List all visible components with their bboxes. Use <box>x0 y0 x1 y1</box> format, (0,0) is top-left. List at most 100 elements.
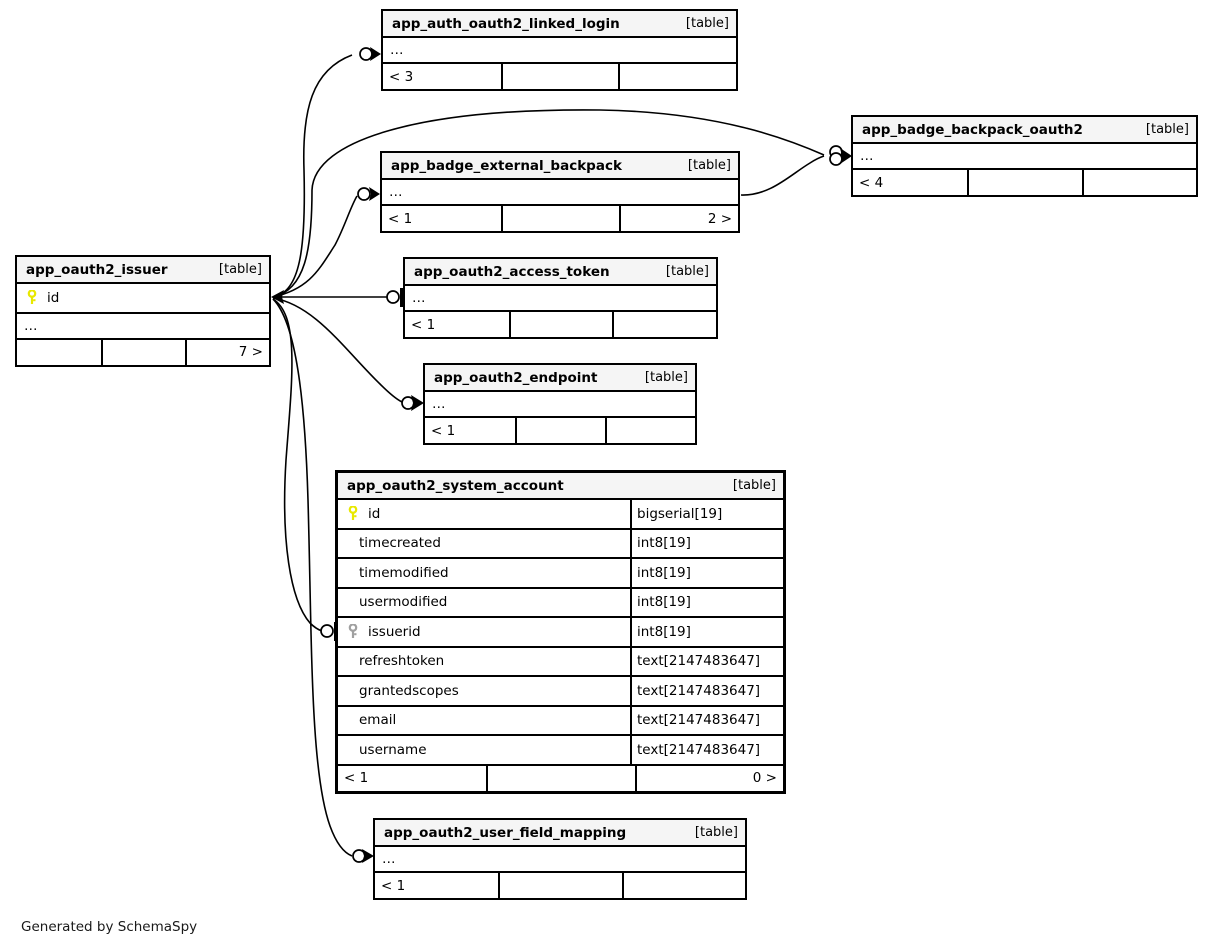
column-name: usermodified <box>359 594 448 611</box>
footer-children-count: 0 > <box>634 765 783 791</box>
column-type: text[2147483647] <box>630 677 783 705</box>
table-header: app_oauth2_system_account [table] <box>338 473 783 500</box>
table-app_oauth2_issuer[interactable]: app_oauth2_issuer [table] id … 7 > <box>15 255 271 367</box>
edge-marker-circle-system-account <box>320 624 334 638</box>
column-type: text[2147483647] <box>630 647 783 675</box>
footer-parents-count: < 1 <box>344 770 369 786</box>
edge-marker-circle-endpoint <box>401 396 415 410</box>
column-name: email <box>359 712 397 729</box>
footer-middle <box>498 873 621 898</box>
footer-middle <box>500 206 620 231</box>
column-type: int8[19] <box>630 529 783 557</box>
table-type-tag: [table] <box>1145 122 1189 137</box>
column-type: int8[19] <box>630 618 783 646</box>
footer-middle <box>101 339 185 365</box>
table-row: username text[2147483647] <box>338 736 783 766</box>
table-title: app_oauth2_access_token <box>414 263 610 280</box>
table-app_oauth2_user_field_mapping[interactable]: app_oauth2_user_field_mapping [table] … … <box>373 818 747 900</box>
column-name: refreshtoken <box>359 653 445 670</box>
footer-parents-count <box>17 340 101 365</box>
column-type: text[2147483647] <box>630 706 783 734</box>
column-name: timecreated <box>359 535 441 552</box>
table-footer: < 1 <box>425 418 695 443</box>
column-name: grantedscopes <box>359 682 459 699</box>
table-title: app_oauth2_user_field_mapping <box>384 824 627 841</box>
collapsed-columns-indicator: … <box>383 38 736 64</box>
collapsed-columns-indicator: … <box>375 847 745 873</box>
table-header: app_oauth2_access_token [table] <box>405 259 716 286</box>
column-name-cell: id <box>17 284 269 312</box>
table-app_badge_backpack_oauth2[interactable]: app_badge_backpack_oauth2 [table] … < 4 <box>851 115 1198 197</box>
table-row: id <box>17 284 269 314</box>
table-footer: < 3 <box>383 64 736 89</box>
crowfoot-linked-login <box>370 47 381 61</box>
table-app_oauth2_system_account[interactable]: app_oauth2_system_account [table] id big… <box>335 470 786 794</box>
table-footer: 7 > <box>17 339 269 365</box>
footer-middle <box>967 170 1081 195</box>
table-app_oauth2_endpoint[interactable]: app_oauth2_endpoint [table] … < 1 <box>423 363 697 445</box>
table-header: app_auth_oauth2_linked_login [table] <box>383 11 736 38</box>
table-title: app_oauth2_system_account <box>347 477 564 494</box>
column-name-cell: refreshtoken <box>338 648 630 676</box>
collapsed-columns-indicator: … <box>405 286 716 312</box>
table-type-tag: [table] <box>732 478 776 493</box>
column-type: int8[19] <box>630 588 783 616</box>
crowfoot-issuer-parent <box>271 290 284 304</box>
column-type: int8[19] <box>630 559 783 587</box>
edge-external-backpack-to-backpack-oauth2 <box>740 155 825 196</box>
table-title: app_badge_external_backpack <box>391 157 622 174</box>
table-row: timemodified int8[19] <box>338 559 783 589</box>
footer-parents-count: < 4 <box>859 174 884 191</box>
table-row: grantedscopes text[2147483647] <box>338 677 783 707</box>
footer-children-count <box>605 418 695 443</box>
edge-marker-circle-external-backpack <box>357 187 371 201</box>
column-name-cell: usermodified <box>338 589 630 617</box>
column-type: text[2147483647] <box>630 736 783 764</box>
table-header: app_oauth2_user_field_mapping [table] <box>375 820 745 847</box>
edge-issuer-to-system-account <box>272 298 323 632</box>
edge-issuer-to-external-backpack <box>272 195 358 298</box>
edge-marker-circle-backpack-oauth2-a <box>829 145 843 159</box>
column-name-cell: grantedscopes <box>338 677 630 705</box>
foreign-key-icon <box>347 624 359 639</box>
table-title: app_oauth2_endpoint <box>434 369 598 386</box>
footer-middle <box>486 765 634 791</box>
table-header: app_oauth2_issuer [table] <box>17 257 269 284</box>
footer-parents-count: < 1 <box>431 422 456 439</box>
footer-parents-count: < 1 <box>388 210 413 227</box>
edge-marker-circle-access-token <box>386 290 400 304</box>
footer-middle <box>500 64 619 89</box>
table-type-tag: [table] <box>218 262 262 277</box>
table-header: app_badge_external_backpack [table] <box>382 153 738 180</box>
table-row: usermodified int8[19] <box>338 588 783 618</box>
footer-parents-count: < 3 <box>389 68 414 85</box>
table-app_badge_external_backpack[interactable]: app_badge_external_backpack [table] … < … <box>380 151 740 233</box>
table-footer: < 1 <box>375 873 745 898</box>
footer-parents-count: < 1 <box>411 316 436 333</box>
table-title: app_badge_backpack_oauth2 <box>862 121 1083 138</box>
footer-children-count <box>1081 170 1196 195</box>
edge-marker-circle-user-field-mapping <box>352 849 366 863</box>
edge-marker-circle-linked-login <box>359 47 373 61</box>
column-name: id <box>368 505 381 522</box>
table-type-tag: [table] <box>694 825 738 840</box>
crowfoot-external-backpack <box>369 187 380 201</box>
edge-issuer-to-endpoint <box>272 297 403 403</box>
column-name: issuerid <box>368 623 421 640</box>
table-app_oauth2_access_token[interactable]: app_oauth2_access_token [table] … < 1 <box>403 257 718 339</box>
footer-children-count: 7 > <box>185 339 269 365</box>
footer-middle <box>508 312 613 337</box>
collapsed-columns-indicator: … <box>425 392 695 418</box>
table-app_auth_oauth2_linked_login[interactable]: app_auth_oauth2_linked_login [table] … <… <box>381 9 738 91</box>
generator-credit: Generated by SchemaSpy <box>21 919 198 935</box>
column-name: username <box>359 741 427 758</box>
table-header: app_badge_backpack_oauth2 [table] <box>853 117 1196 144</box>
footer-children-count <box>612 312 716 337</box>
table-type-tag: [table] <box>644 370 688 385</box>
collapsed-columns-indicator: … <box>382 180 738 206</box>
collapsed-columns-indicator: … <box>17 314 269 340</box>
table-footer: < 4 <box>853 170 1196 195</box>
table-header: app_oauth2_endpoint [table] <box>425 365 695 392</box>
table-title: app_auth_oauth2_linked_login <box>392 15 620 32</box>
